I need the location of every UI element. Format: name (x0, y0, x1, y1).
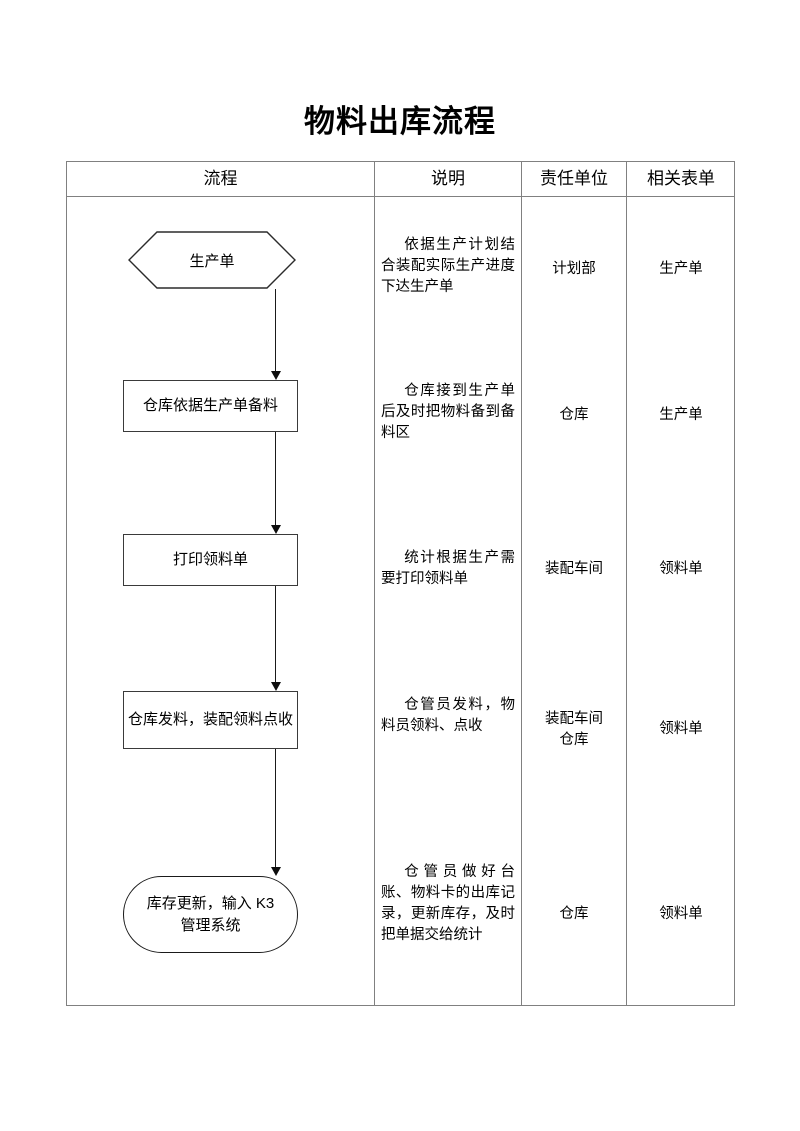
related-form-column: 生产单 生产单 领料单 领料单 领料单 (627, 197, 735, 1006)
flow-node-3-label: 打印领料单 (172, 551, 248, 568)
responsible-unit-cell-row-1: 计划部 (552, 261, 596, 277)
related-form-cell-row-1: 生产单 (659, 261, 703, 277)
description-cell-row-1: 依据生产计划结合装配实际生产进度下达生产单 (381, 237, 515, 295)
related-form-cell-row-2: 生产单 (659, 407, 703, 423)
description-cell-row-2: 仓库接到生产单后及时把物料备到备料区 (381, 383, 515, 441)
flow-node-3-rect[interactable]: 打印领料单 (123, 534, 298, 586)
header-separator (67, 196, 734, 197)
hexagon-shape (128, 231, 296, 289)
column-header-responsible-unit: 责任单位 (540, 169, 608, 188)
flow-diagram-column: 生产单 仓库依据生产单备料 打印领料单 (67, 197, 374, 1006)
description-cell-row-5: 仓管员做好台账、物料卡的出库记录，更新库存，及时把单据交给统计 (381, 864, 515, 943)
description-cell-row-4: 仓管员发料，物料员领料、点收 (381, 697, 515, 734)
arrow-3-to-4 (271, 586, 281, 691)
page-title: 物料出库流程 (304, 104, 496, 139)
column-header-related-form: 相关表单 (647, 169, 715, 188)
flowchart-table: 流程 说明 责任单位 相关表单 生产单 (66, 161, 735, 1006)
flow-node-4-rect[interactable]: 仓库发料，装配领料点收 (123, 691, 298, 749)
responsible-unit-cell-row-4: 装配车间仓库 (545, 711, 603, 748)
responsible-unit-cell-row-2: 仓库 (559, 407, 589, 423)
arrow-2-to-3 (271, 432, 281, 534)
column-header-flow: 流程 (203, 169, 238, 188)
column-header-description: 说明 (431, 169, 465, 188)
description-cell-row-3: 统计根据生产需要打印领料单 (381, 550, 515, 587)
arrow-1-to-2 (271, 289, 281, 380)
flow-node-4-label: 仓库发料，装配领料点收 (127, 711, 293, 728)
responsible-unit-cell-row-5: 仓库 (559, 906, 589, 922)
related-form-cell-row-4: 领料单 (659, 721, 703, 737)
arrow-4-to-5 (271, 749, 281, 876)
related-form-cell-row-5: 领料单 (659, 906, 703, 922)
flow-node-1-hexagon[interactable]: 生产单 (128, 231, 296, 289)
responsible-unit-column: 计划部 仓库 装配车间 装配车间仓库 仓库 (522, 197, 626, 1006)
related-form-cell-row-3: 领料单 (659, 561, 703, 577)
column-divider-flow-desc (374, 162, 375, 1005)
responsible-unit-cell-row-3: 装配车间 (545, 561, 603, 577)
column-divider-dept-form (626, 162, 627, 1005)
flow-node-2-rect[interactable]: 仓库依据生产单备料 (123, 380, 298, 432)
table-body: 生产单 仓库依据生产单备料 打印领料单 (67, 197, 734, 1006)
description-column: 依据生产计划结合装配实际生产进度下达生产单 仓库接到生产单后及时把物料备到备料区… (375, 197, 521, 1006)
flow-node-2-label: 仓库依据生产单备料 (142, 397, 278, 414)
column-divider-desc-dept (521, 162, 522, 1005)
flow-node-1-label: 生产单 (189, 252, 235, 270)
